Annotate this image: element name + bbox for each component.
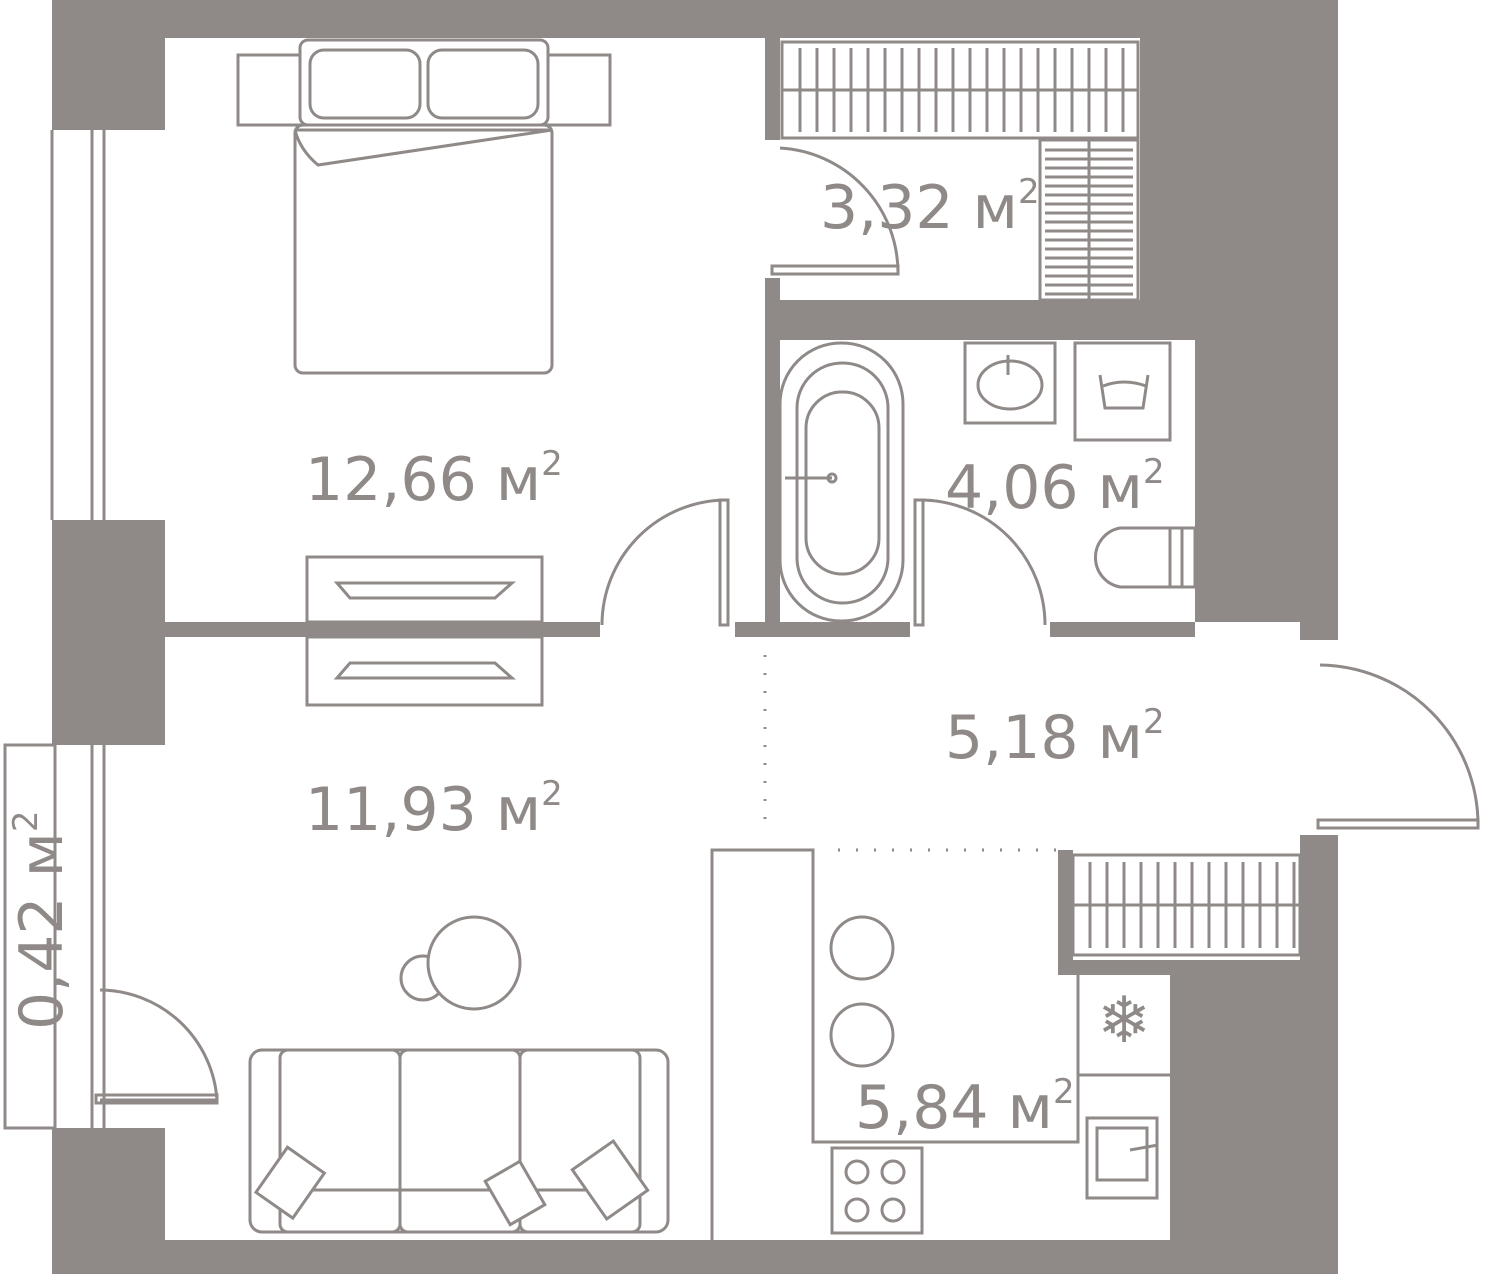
svg-text:❄: ❄ [1097,984,1151,1058]
toilet [1094,526,1197,589]
fridge-icon: ❄ [1097,984,1151,1058]
room-area-balcony: 0,42 м2 [6,810,77,1030]
room-area-bedroom: 12,66 м2 [305,444,563,515]
bathtub [778,341,905,623]
room-area-living-room: 11,93 м2 [305,774,563,845]
room-area-kitchen: 5,84 м2 [855,1072,1075,1143]
zone-divider [763,655,1058,852]
room-area-closet: 3,32 м2 [820,172,1040,243]
kitchen-sink [1085,1116,1159,1200]
room-area-bathroom: 4,06 м2 [945,452,1165,523]
window-living [3,743,106,1130]
kitchen-counter [710,848,1170,1240]
sofa [248,1048,670,1234]
room-area-hallway: 5,18 м2 [945,702,1165,773]
dresser [305,555,544,707]
window-bedroom [50,130,106,520]
walls [52,0,1338,1274]
dining-table [399,915,522,1011]
sink [963,341,1057,425]
washing-machine [1073,341,1172,442]
doors [94,146,1480,1105]
stove [830,1146,924,1235]
shelf-lines [798,48,1296,948]
bed [236,38,612,375]
